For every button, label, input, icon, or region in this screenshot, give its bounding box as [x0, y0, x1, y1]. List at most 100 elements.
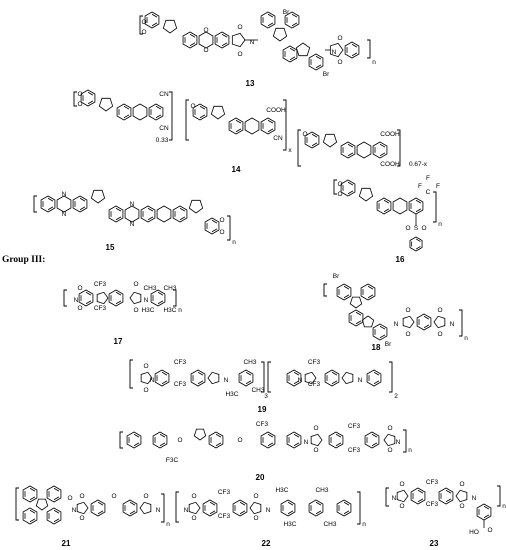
subscript-0-67-x: 0.67-x: [409, 161, 428, 168]
atom-o: O: [313, 447, 318, 454]
compound-21-label: 21: [62, 539, 71, 548]
atom-o: O: [337, 191, 342, 198]
compound-18-structure: [323, 283, 463, 341]
atom-o: O: [203, 27, 208, 34]
compound-19-label: 19: [258, 405, 267, 414]
atom-n: N: [266, 507, 271, 514]
compound-20-structure: [119, 428, 407, 453]
atom-o: O: [405, 225, 410, 232]
atom-n: N: [62, 191, 67, 198]
atom-o: O: [177, 437, 182, 444]
atom-cf3: CF3: [174, 359, 187, 366]
atom-o: O: [302, 131, 307, 138]
atom-br: Br: [283, 9, 290, 16]
atom-ho: HO: [469, 529, 479, 536]
atom-cooh: COOH: [266, 107, 286, 114]
atom-o: O: [191, 515, 196, 522]
atom-n: N: [74, 297, 79, 304]
compound-13-label: 13: [246, 79, 255, 88]
atom-o: O: [399, 503, 404, 510]
atom-o: O: [253, 515, 258, 522]
atom-br: Br: [333, 273, 340, 280]
subscript-n: n: [372, 59, 376, 66]
atom-cf3: CF3: [426, 501, 439, 508]
atom-o: O: [405, 307, 410, 314]
atom-cn: CN: [159, 125, 169, 132]
atom-n: N: [472, 495, 477, 502]
compound-19-structure: [129, 359, 393, 393]
subscript-n: n: [362, 521, 366, 528]
compound-16-label: 16: [396, 255, 405, 264]
atom-o: O: [67, 495, 72, 502]
atom-n: N: [298, 377, 303, 384]
atom-o: O: [405, 331, 410, 338]
atom-n: N: [62, 211, 67, 218]
atom-c: C: [426, 189, 431, 196]
atom-ch3: H3C: [163, 307, 176, 314]
atom-n: N: [358, 377, 363, 384]
atom-f3c: F3C: [166, 457, 179, 464]
compound-15-structure: [33, 189, 231, 241]
atom-cf3: CF3: [218, 513, 231, 520]
compound-14-structure: [73, 89, 401, 167]
atom-cooh: COOH: [380, 131, 400, 138]
subscript-n: n: [232, 239, 236, 246]
compound-22-label: 22: [262, 539, 271, 548]
atom-n: N: [250, 39, 255, 46]
atom-o: O: [219, 217, 224, 224]
atom-o: O: [459, 481, 464, 488]
atom-cooh: COOH: [380, 161, 400, 168]
atom-o: O: [253, 493, 258, 500]
subscript-n: n: [464, 335, 468, 342]
atom-cf3: CF3: [308, 359, 321, 366]
subscript-n: n: [178, 307, 182, 314]
atom-o: O: [459, 503, 464, 510]
atom-n: N: [150, 377, 155, 384]
subscript-n: n: [438, 221, 442, 228]
atom-n: N: [396, 439, 401, 446]
atom-o: O: [487, 527, 492, 534]
subscript-3: 3: [264, 393, 268, 400]
compound-16-structure: [333, 179, 437, 252]
atom-n: N: [184, 507, 189, 514]
atom-o: O: [133, 281, 138, 288]
atom-o: O: [337, 59, 342, 66]
atom-f: F: [436, 183, 440, 190]
atom-o: O: [399, 481, 404, 488]
subscript-n: n: [408, 447, 412, 454]
atom-o: O: [77, 305, 82, 312]
atom-cf3: CF3: [94, 305, 107, 312]
atom-o: O: [387, 447, 392, 454]
atom-o: O: [421, 225, 426, 232]
atom-o: O: [77, 91, 82, 98]
atom-cf3: CF3: [174, 381, 187, 388]
compound-23-label: 23: [430, 539, 439, 548]
atom-o: O: [143, 387, 148, 394]
atom-ch3: CH3: [315, 487, 328, 494]
atom-cf3: CF3: [308, 381, 321, 388]
atom-o: O: [79, 515, 84, 522]
atom-cf3: CF3: [94, 281, 107, 288]
atom-n: N: [332, 49, 337, 56]
atom-h3c: H3C: [283, 521, 296, 528]
atom-o: O: [111, 493, 116, 500]
subscript-2: 2: [394, 393, 398, 400]
atom-o: O: [133, 307, 138, 314]
compound-13-structure: [139, 11, 371, 71]
atom-h3c: H3C: [141, 307, 154, 314]
atom-ch3: CH3: [243, 359, 256, 366]
atom-o: O: [190, 103, 195, 110]
atom-o: O: [79, 493, 84, 500]
atom-o: O: [77, 285, 82, 292]
atom-o: O: [237, 24, 242, 31]
compound-17-structure: [63, 289, 177, 307]
compound-22-structure: [175, 491, 361, 525]
atom-ch3: CH3: [143, 285, 156, 292]
atom-n: N: [130, 201, 135, 208]
atom-o: O: [141, 29, 146, 36]
atom-cf3: CF3: [348, 423, 361, 430]
atom-n: N: [450, 321, 455, 328]
atom-cn: CN: [159, 91, 169, 98]
atom-br: Br: [323, 71, 330, 78]
